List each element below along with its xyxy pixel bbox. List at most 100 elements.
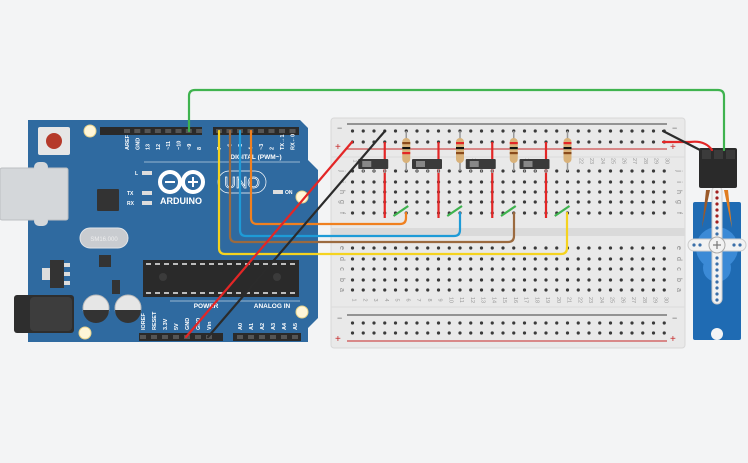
- breadboard-hole[interactable]: [576, 190, 580, 194]
- rail-hole[interactable]: [619, 129, 623, 133]
- breadboard-hole[interactable]: [641, 267, 645, 271]
- breadboard-hole[interactable]: [608, 200, 613, 204]
- breadboard-hole[interactable]: [415, 211, 419, 215]
- breadboard-hole[interactable]: [641, 169, 645, 173]
- breadboard-hole[interactable]: [458, 278, 462, 282]
- breadboard-hole[interactable]: [555, 288, 559, 292]
- breadboard-hole[interactable]: [501, 200, 505, 204]
- breadboard-hole[interactable]: [662, 200, 666, 204]
- breadboard-hole[interactable]: [415, 246, 419, 250]
- header-pin[interactable]: [237, 335, 243, 339]
- green-jumper-wire[interactable]: [554, 205, 571, 217]
- breadboard-hole[interactable]: [555, 190, 559, 194]
- breadboard-hole[interactable]: [426, 267, 430, 271]
- wires[interactable]: [184, 88, 726, 339]
- breadboard-hole[interactable]: [393, 180, 398, 184]
- rail-hole[interactable]: [490, 331, 494, 335]
- rail-hole[interactable]: [393, 331, 398, 335]
- breadboard-hole[interactable]: [350, 211, 355, 215]
- breadboard-hole[interactable]: [512, 200, 516, 204]
- rail-hole[interactable]: [447, 129, 451, 133]
- breadboard-hole[interactable]: [555, 169, 559, 173]
- breadboard-hole[interactable]: [576, 180, 580, 184]
- rail-hole[interactable]: [372, 331, 376, 335]
- rail-hole[interactable]: [479, 140, 484, 144]
- breadboard-hole[interactable]: [651, 267, 656, 271]
- breadboard-hole[interactable]: [587, 288, 591, 292]
- breadboard-hole[interactable]: [512, 257, 516, 261]
- breadboard-hole[interactable]: [576, 246, 580, 250]
- breadboard-hole[interactable]: [533, 288, 537, 292]
- breadboard-hole[interactable]: [415, 288, 419, 292]
- header-pin[interactable]: [144, 129, 151, 133]
- rail-hole[interactable]: [522, 129, 527, 133]
- breadboard-hole[interactable]: [436, 267, 441, 271]
- breadboard-hole[interactable]: [469, 257, 473, 261]
- breadboard-hole[interactable]: [555, 200, 559, 204]
- breadboard-hole[interactable]: [641, 190, 645, 194]
- breadboard-hole[interactable]: [426, 288, 430, 292]
- breadboard-hole[interactable]: [587, 200, 591, 204]
- rail-hole[interactable]: [598, 321, 602, 325]
- rail-hole[interactable]: [458, 321, 462, 325]
- header-pin[interactable]: [124, 129, 130, 133]
- breadboard-hole[interactable]: [501, 190, 505, 194]
- breadboard-hole[interactable]: [576, 200, 580, 204]
- breadboard-hole[interactable]: [651, 288, 656, 292]
- breadboard-hole[interactable]: [426, 211, 430, 215]
- breadboard-hole[interactable]: [490, 246, 494, 250]
- breadboard-hole[interactable]: [662, 257, 666, 261]
- breadboard-hole[interactable]: [458, 180, 462, 184]
- breadboard-hole[interactable]: [361, 246, 365, 250]
- breadboard-hole[interactable]: [662, 169, 666, 173]
- rail-hole[interactable]: [479, 129, 484, 133]
- breadboard-hole[interactable]: [479, 257, 484, 261]
- header-pin[interactable]: [140, 335, 146, 339]
- breadboard-hole[interactable]: [469, 190, 473, 194]
- breadboard-hole[interactable]: [361, 190, 365, 194]
- breadboard-hole[interactable]: [479, 288, 484, 292]
- breadboard-hole[interactable]: [630, 288, 634, 292]
- breadboard-hole[interactable]: [350, 288, 355, 292]
- breadboard-hole[interactable]: [651, 180, 656, 184]
- breadboard-hole[interactable]: [619, 278, 623, 282]
- breadboard-hole[interactable]: [619, 246, 623, 250]
- breadboard-hole[interactable]: [598, 180, 602, 184]
- rail-hole[interactable]: [576, 140, 580, 144]
- breadboard-hole[interactable]: [565, 257, 570, 261]
- breadboard-hole[interactable]: [576, 169, 580, 173]
- rail-hole[interactable]: [501, 129, 505, 133]
- breadboard-hole[interactable]: [479, 246, 484, 250]
- breadboard-hole[interactable]: [641, 288, 645, 292]
- rail-hole[interactable]: [533, 140, 537, 144]
- breadboard-hole[interactable]: [522, 180, 527, 184]
- rail-hole[interactable]: [522, 140, 527, 144]
- resistor[interactable]: [456, 138, 464, 163]
- breadboard-hole[interactable]: [393, 278, 398, 282]
- rail-hole[interactable]: [501, 140, 505, 144]
- rail-hole[interactable]: [350, 321, 355, 325]
- rail-hole[interactable]: [490, 129, 494, 133]
- breadboard-hole[interactable]: [522, 278, 527, 282]
- breadboard-hole[interactable]: [533, 267, 537, 271]
- breadboard-hole[interactable]: [350, 180, 355, 184]
- breadboard-hole[interactable]: [587, 278, 591, 282]
- breadboard-hole[interactable]: [565, 190, 570, 194]
- breadboard-hole[interactable]: [404, 200, 408, 204]
- breadboard-hole[interactable]: [630, 246, 634, 250]
- breadboard-hole[interactable]: [587, 169, 591, 173]
- rail-hole[interactable]: [598, 331, 602, 335]
- breadboard-hole[interactable]: [383, 246, 387, 250]
- resistor[interactable]: [402, 138, 411, 163]
- rail-hole[interactable]: [598, 129, 602, 133]
- slide-switch-knob[interactable]: [416, 161, 425, 167]
- breadboard-hole[interactable]: [587, 267, 591, 271]
- breadboard-hole[interactable]: [608, 278, 613, 282]
- breadboard-hole[interactable]: [598, 200, 602, 204]
- rail-hole[interactable]: [641, 331, 645, 335]
- digital-header-right[interactable]: [213, 127, 299, 135]
- breadboard-hole[interactable]: [383, 257, 387, 261]
- rail-hole[interactable]: [415, 331, 419, 335]
- breadboard-hole[interactable]: [576, 288, 580, 292]
- breadboard-hole[interactable]: [361, 267, 365, 271]
